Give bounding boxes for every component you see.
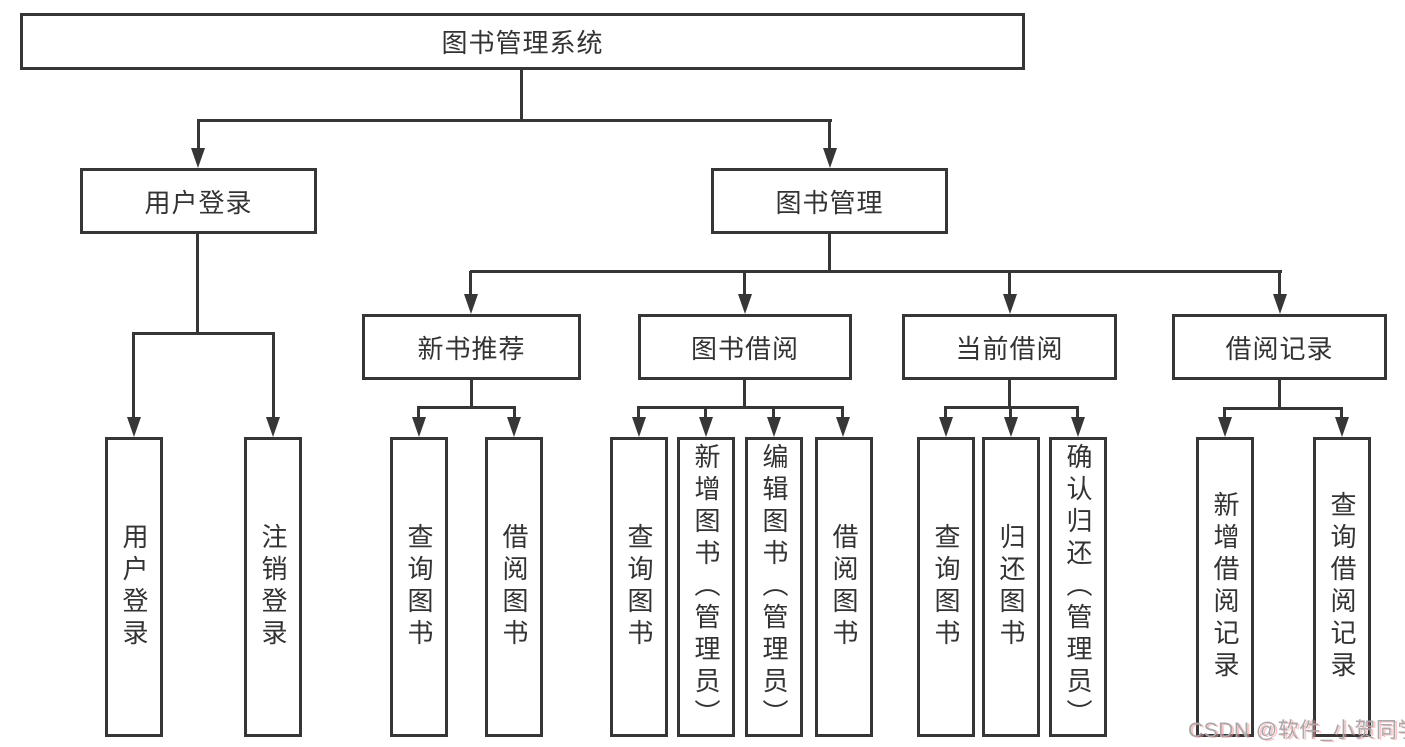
arrow-down-icon bbox=[1273, 294, 1287, 314]
connector-stem bbox=[637, 407, 640, 419]
connector-stem bbox=[743, 271, 746, 295]
connector-root-split bbox=[197, 119, 832, 122]
connector-stem bbox=[132, 333, 135, 418]
node-library-system: 图书管理系统 bbox=[20, 13, 1025, 70]
connector-stem bbox=[1340, 408, 1343, 419]
node-user-login-label: 用户登录 bbox=[144, 187, 253, 218]
node-edit-book-admin: 编辑图书（管理员） bbox=[745, 437, 803, 737]
arrow-down-icon bbox=[1335, 417, 1349, 437]
node-book-management: 图书管理 bbox=[711, 168, 948, 234]
node-query-book-current-label: 查询图书 bbox=[931, 523, 961, 651]
connector-bookborrow-split bbox=[637, 406, 844, 409]
connector-stem bbox=[469, 271, 472, 295]
node-confirm-return-admin-label: 确认归还（管理员） bbox=[1063, 443, 1093, 731]
arrow-down-icon bbox=[632, 417, 646, 437]
arrow-down-icon bbox=[836, 417, 850, 437]
node-add-book-admin-label: 新增图书（管理员） bbox=[691, 443, 721, 731]
connector-bookmgmt-stem bbox=[828, 234, 831, 272]
connector-stem bbox=[944, 407, 947, 419]
node-current-borrow-label: 当前借阅 bbox=[955, 333, 1064, 364]
arrow-down-icon bbox=[1218, 417, 1232, 437]
connector-stem bbox=[841, 407, 844, 419]
arrow-down-icon bbox=[464, 294, 478, 314]
arrow-down-icon bbox=[266, 417, 280, 437]
node-borrow-record-label: 借阅记录 bbox=[1225, 333, 1334, 364]
node-new-book-recommend-label: 新书推荐 bbox=[417, 333, 526, 364]
node-borrow-book-recommend: 借阅图书 bbox=[485, 437, 543, 737]
node-user-login: 用户登录 bbox=[80, 168, 317, 234]
connector-stem bbox=[1008, 271, 1011, 295]
arrow-down-icon bbox=[699, 417, 713, 437]
connector-currentborrow-stem bbox=[1008, 380, 1011, 408]
arrow-down-icon bbox=[127, 417, 141, 437]
node-book-borrow: 图书借阅 bbox=[638, 314, 852, 380]
connector-borrowrecord-split bbox=[1223, 407, 1343, 410]
node-query-book-borrow-label: 查询图书 bbox=[624, 523, 654, 651]
node-add-borrow-record-label: 新增借阅记录 bbox=[1210, 491, 1240, 683]
arrow-down-icon bbox=[767, 417, 781, 437]
node-borrow-record: 借阅记录 bbox=[1172, 314, 1387, 380]
connector-stem bbox=[197, 120, 200, 150]
node-return-book-label: 归还图书 bbox=[996, 523, 1026, 651]
node-book-borrow-label: 图书借阅 bbox=[690, 333, 799, 364]
connector-bookmgmt-split bbox=[470, 270, 1282, 273]
arrow-down-icon bbox=[412, 417, 426, 437]
node-library-system-label: 图书管理系统 bbox=[441, 28, 604, 58]
node-query-book-current: 查询图书 bbox=[917, 437, 975, 737]
node-current-borrow: 当前借阅 bbox=[902, 314, 1117, 380]
connector-root-stem bbox=[520, 69, 523, 121]
connector-newbook-split bbox=[417, 406, 516, 409]
arrow-down-icon bbox=[939, 417, 953, 437]
connector-stem bbox=[1223, 408, 1226, 419]
connector-bookborrow-stem bbox=[743, 380, 746, 408]
connector-stem bbox=[1076, 407, 1079, 419]
connector-stem bbox=[417, 407, 420, 419]
connector-stem bbox=[704, 407, 707, 419]
node-logout-label: 注销登录 bbox=[258, 523, 288, 651]
connector-userlogin-stem bbox=[196, 234, 199, 334]
node-book-management-label: 图书管理 bbox=[775, 187, 884, 218]
connector-stem bbox=[272, 333, 275, 418]
connector-newbook-stem bbox=[470, 380, 473, 408]
node-add-borrow-record: 新增借阅记录 bbox=[1196, 437, 1254, 737]
connector-borrowrecord-stem bbox=[1278, 380, 1281, 409]
connector-stem bbox=[1278, 271, 1281, 295]
node-borrow-book-recommend-label: 借阅图书 bbox=[499, 523, 529, 651]
csdn-watermark: CSDN @软件_小贺同学 bbox=[1188, 719, 1405, 742]
node-confirm-return-admin: 确认归还（管理员） bbox=[1049, 437, 1107, 737]
node-query-book-borrow: 查询图书 bbox=[610, 437, 668, 737]
node-add-book-admin: 新增图书（管理员） bbox=[677, 437, 735, 737]
node-login-user: 用户登录 bbox=[105, 437, 163, 737]
node-query-book-recommend-label: 查询图书 bbox=[404, 523, 434, 651]
node-edit-book-admin-label: 编辑图书（管理员） bbox=[759, 443, 789, 731]
arrow-down-icon bbox=[191, 148, 205, 168]
arrow-down-icon bbox=[1003, 294, 1017, 314]
node-return-book: 归还图书 bbox=[982, 437, 1040, 737]
node-query-book-recommend: 查询图书 bbox=[390, 437, 448, 737]
connector-stem bbox=[1009, 407, 1012, 419]
arrow-down-icon bbox=[507, 417, 521, 437]
node-query-borrow-record-label: 查询借阅记录 bbox=[1327, 491, 1357, 683]
connector-stem bbox=[828, 120, 831, 150]
node-new-book-recommend: 新书推荐 bbox=[362, 314, 581, 380]
arrow-down-icon bbox=[1071, 417, 1085, 437]
connector-stem bbox=[513, 407, 516, 419]
node-borrow-book: 借阅图书 bbox=[815, 437, 873, 737]
arrow-down-icon bbox=[1004, 417, 1018, 437]
node-logout: 注销登录 bbox=[244, 437, 302, 737]
node-query-borrow-record: 查询借阅记录 bbox=[1313, 437, 1371, 737]
arrow-down-icon bbox=[738, 294, 752, 314]
node-login-user-label: 用户登录 bbox=[119, 523, 149, 651]
connector-stem bbox=[772, 407, 775, 419]
connector-userlogin-split bbox=[132, 332, 275, 335]
arrow-down-icon bbox=[823, 148, 837, 168]
node-borrow-book-label: 借阅图书 bbox=[829, 523, 859, 651]
